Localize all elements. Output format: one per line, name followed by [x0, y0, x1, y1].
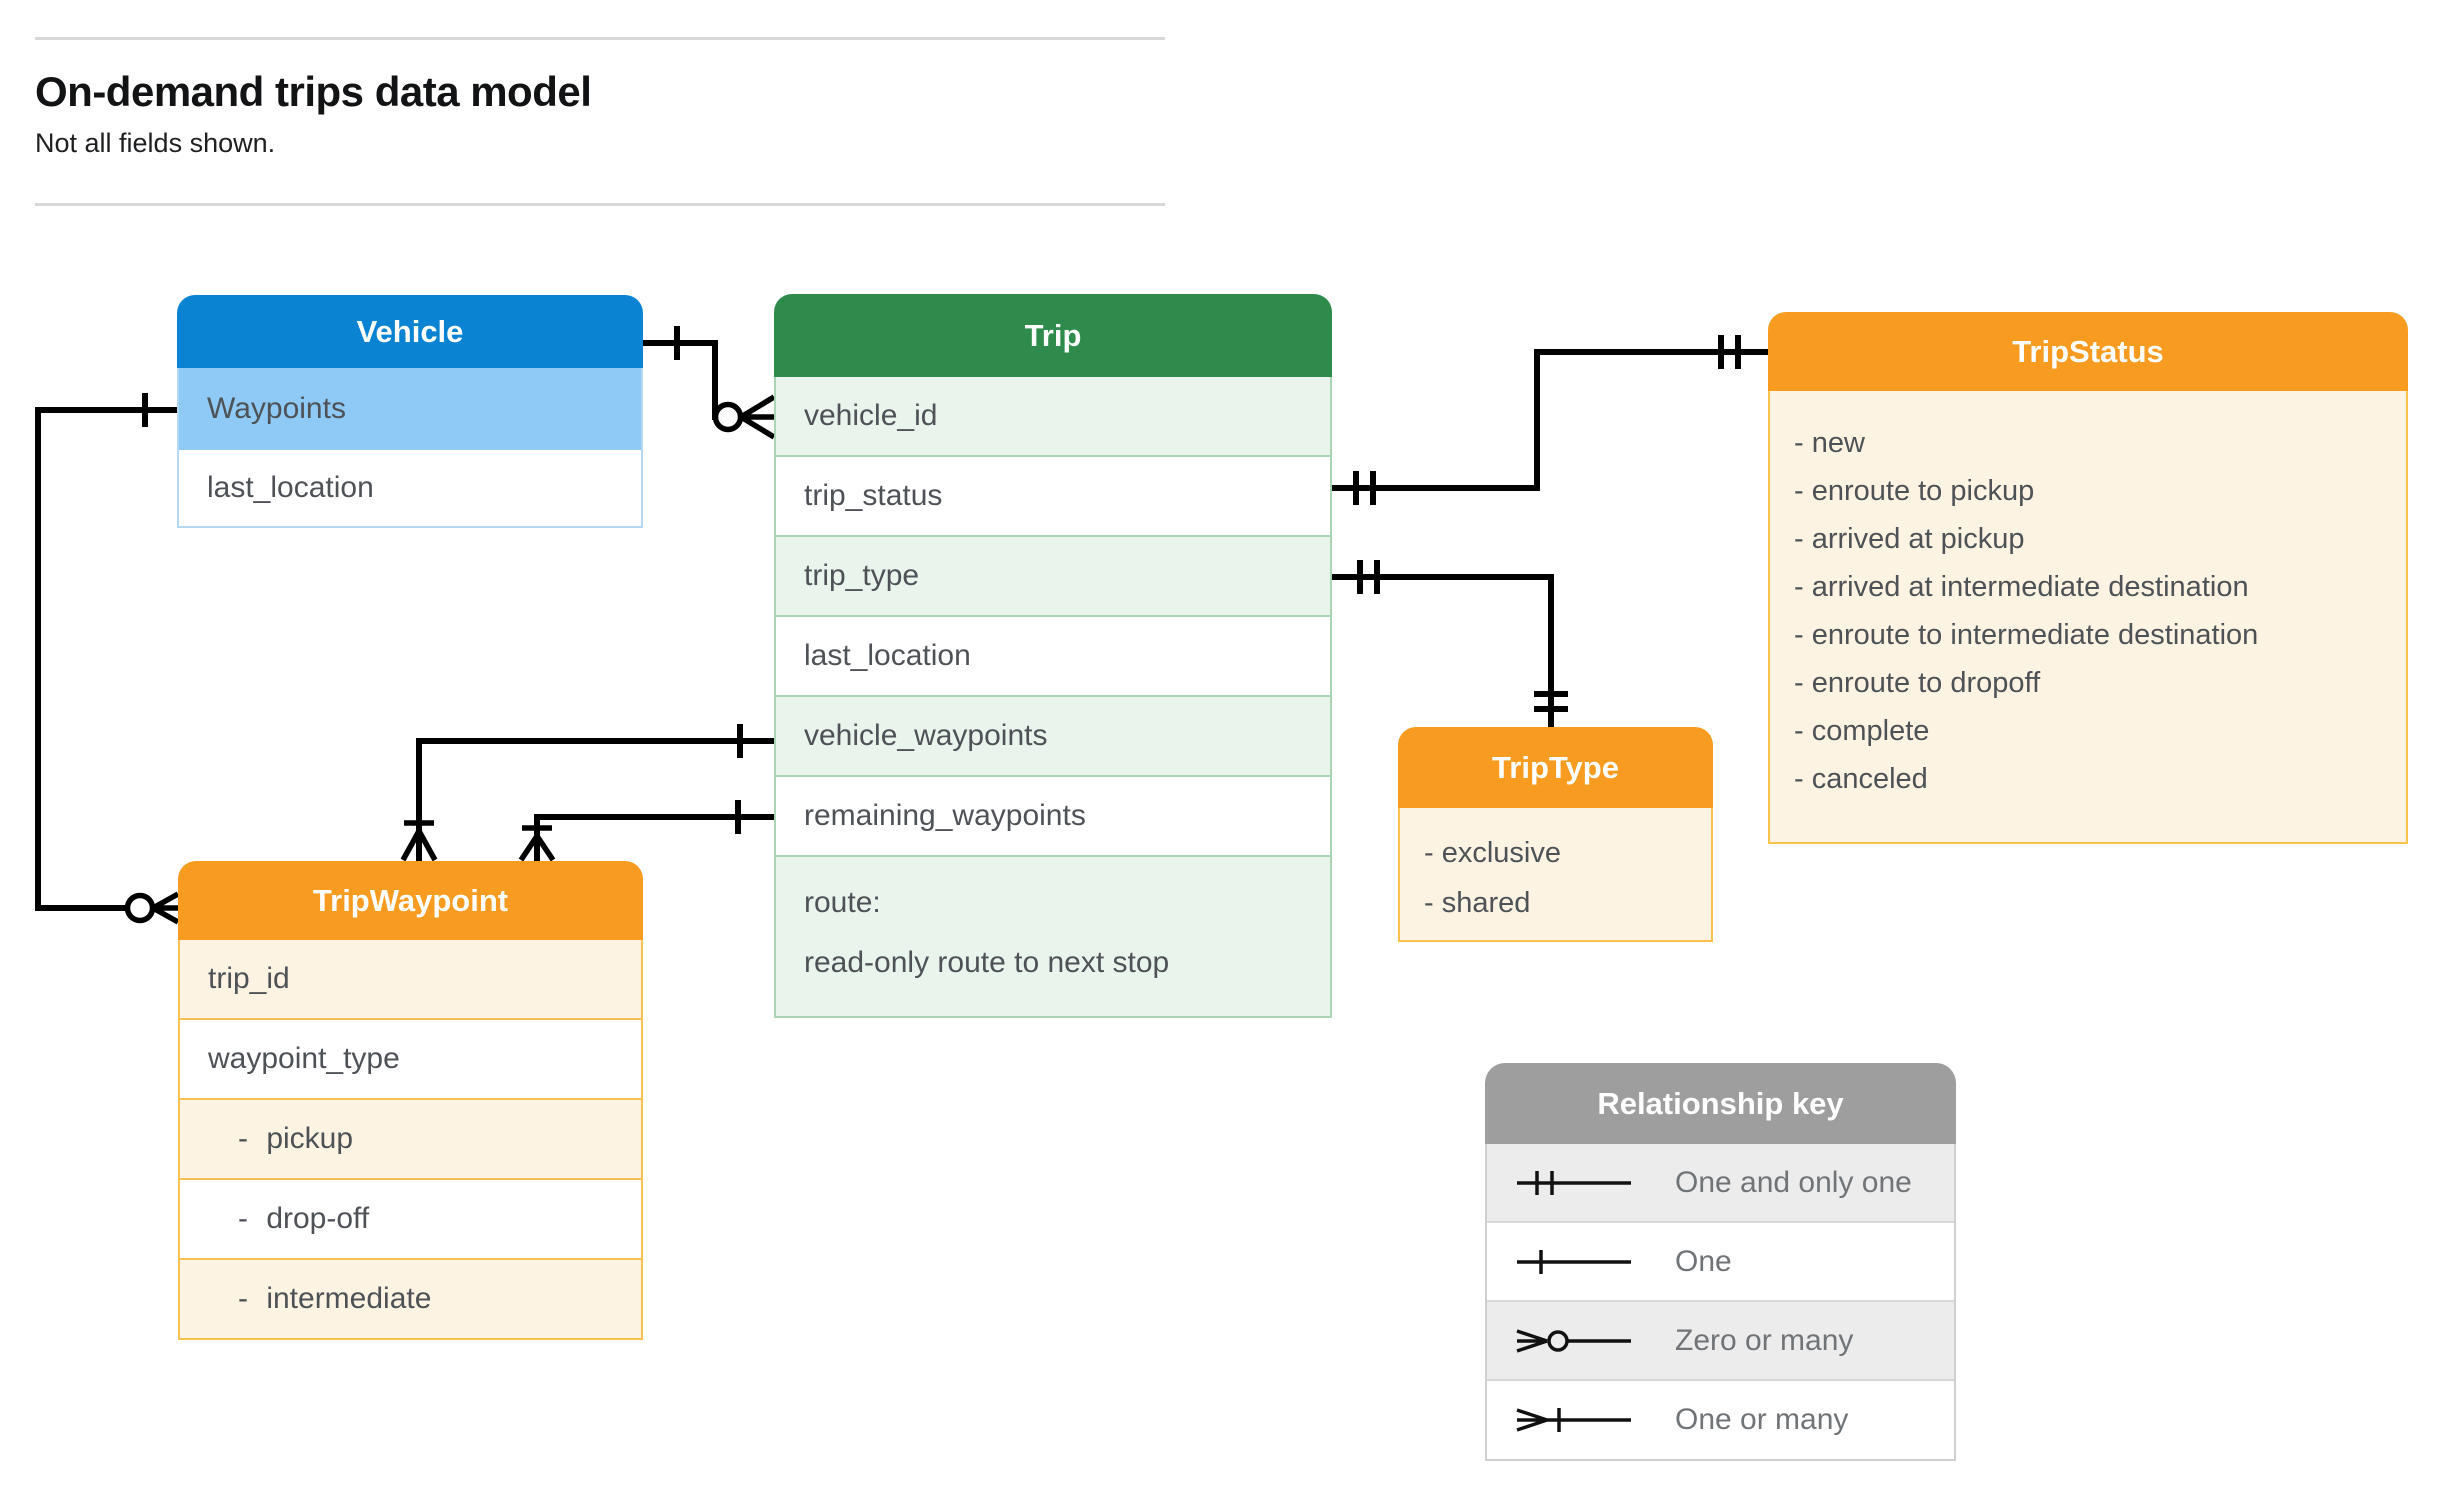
- entity-body-tripstatus: - new - enroute to pickup - arrived at p…: [1768, 391, 2408, 844]
- field-row-last-location: last_location: [179, 450, 641, 526]
- connector-trip-tripstatus: [1332, 335, 1768, 505]
- one-and-only-one-ticks: [1353, 335, 1741, 505]
- one-and-only-one-ticks: [1357, 560, 1568, 712]
- legend-row-one-and-only-one: One and only one: [1487, 1144, 1954, 1223]
- one-or-many-marker: [518, 825, 556, 862]
- field-row-last-location: last_location: [776, 617, 1330, 697]
- zero-or-many-symbol: [1516, 1328, 1631, 1353]
- legend-label: Zero or many: [1675, 1323, 1854, 1357]
- entity-title-triptype: TripType: [1398, 727, 1713, 808]
- field-row-vehicle-id: vehicle_id: [776, 377, 1330, 457]
- legend-title: Relationship key: [1485, 1063, 1956, 1144]
- field-row-waypoint-type: waypoint_type: [180, 1020, 641, 1100]
- enum-item-enroute-to-intermediate-destination: - enroute to intermediate destination: [1794, 619, 2259, 651]
- entity-title-trip: Trip: [774, 294, 1332, 377]
- one-symbol: [1517, 1249, 1631, 1274]
- connector-vehicle-tripwaypoint: [35, 393, 180, 925]
- page-title: On-demand trips data model: [35, 68, 592, 115]
- connector-trip-triptype: [1332, 560, 1568, 727]
- entity-body-trip: vehicle_id trip_status trip_type last_lo…: [774, 377, 1332, 1018]
- entity-body-tripwaypoint: trip_id waypoint_type - pickup - drop-of…: [178, 940, 643, 1340]
- connector-vehicle-trip: [643, 326, 776, 440]
- one-or-many-symbol: [1516, 1408, 1631, 1432]
- page-subtitle: Not all fields shown.: [35, 128, 276, 158]
- legend-label: One or many: [1675, 1403, 1849, 1436]
- one-and-only-one-symbol: [1517, 1170, 1631, 1195]
- entity-title-vehicle: Vehicle: [177, 295, 643, 368]
- entity-title-tripstatus: TripStatus: [1768, 312, 2408, 391]
- field-row-trip-id: trip_id: [180, 940, 641, 1020]
- enum-item-arrived-at-pickup: - arrived at pickup: [1794, 523, 2025, 555]
- entity-body-vehicle: Waypoints last_location: [177, 368, 643, 528]
- route-note: read-only route to next stop: [804, 946, 1170, 979]
- field-row-remaining-waypoints: remaining_waypoints: [776, 777, 1330, 857]
- legend-label: One: [1675, 1244, 1732, 1278]
- entity-title-tripwaypoint: TripWaypoint: [178, 861, 643, 940]
- field-row-waypoints: Waypoints: [179, 368, 641, 450]
- enum-item-shared: - shared: [1424, 887, 1531, 919]
- route-label: route:: [804, 886, 881, 919]
- field-row-vehicle-waypoints: vehicle_waypoints: [776, 697, 1330, 777]
- legend-relationship-key: Relationship key One and only one One: [1485, 1063, 1956, 1461]
- zero-circle: [712, 401, 744, 433]
- connector-trip-tripwaypoint-remaining-waypoints: [518, 800, 774, 862]
- connector-trip-tripwaypoint-vehicle-waypoints: [400, 724, 774, 862]
- enum-item-pickup: - pickup: [180, 1100, 641, 1180]
- entity-trip: Trip vehicle_id trip_status trip_type la…: [774, 294, 1332, 1018]
- entity-body-triptype: - exclusive - shared: [1398, 808, 1713, 942]
- legend-row-one-or-many: One or many: [1487, 1381, 1954, 1459]
- enum-item-intermediate: - intermediate: [180, 1260, 641, 1338]
- enum-item-new: - new: [1794, 427, 1865, 459]
- legend-row-one: One: [1487, 1223, 1954, 1302]
- top-divider: [35, 37, 1165, 40]
- enum-item-enroute-to-pickup: - enroute to pickup: [1794, 475, 2035, 507]
- field-row-trip-type: trip_type: [776, 537, 1330, 617]
- enum-item-complete: - complete: [1794, 715, 1930, 747]
- entity-triptype: TripType - exclusive - shared: [1398, 727, 1713, 942]
- field-row-route: route: read-only route to next stop: [776, 857, 1330, 1016]
- entity-tripstatus: TripStatus - new - enroute to pickup - a…: [1768, 312, 2408, 844]
- zero-circle: [124, 892, 156, 924]
- entity-vehicle: Vehicle Waypoints last_location: [177, 295, 643, 528]
- legend-label: One and only one: [1675, 1165, 1912, 1199]
- enum-item-canceled: - canceled: [1794, 763, 1928, 795]
- heading-divider: [35, 203, 1165, 206]
- legend-body: One and only one One Zero or many: [1485, 1144, 1956, 1461]
- crow-foot: [151, 891, 180, 925]
- enum-item-exclusive: - exclusive: [1424, 837, 1561, 869]
- entity-tripwaypoint: TripWaypoint trip_id waypoint_type - pic…: [178, 861, 643, 1340]
- enum-item-enroute-to-dropoff: - enroute to dropoff: [1794, 667, 2041, 699]
- legend-row-zero-or-many: Zero or many: [1487, 1302, 1954, 1381]
- one-or-many-marker: [400, 820, 438, 862]
- field-row-trip-status: trip_status: [776, 457, 1330, 537]
- enum-item-drop-off: - drop-off: [180, 1180, 641, 1260]
- enum-item-arrived-at-intermediate-destination: - arrived at intermediate destination: [1794, 571, 2249, 603]
- crow-foot: [739, 394, 776, 440]
